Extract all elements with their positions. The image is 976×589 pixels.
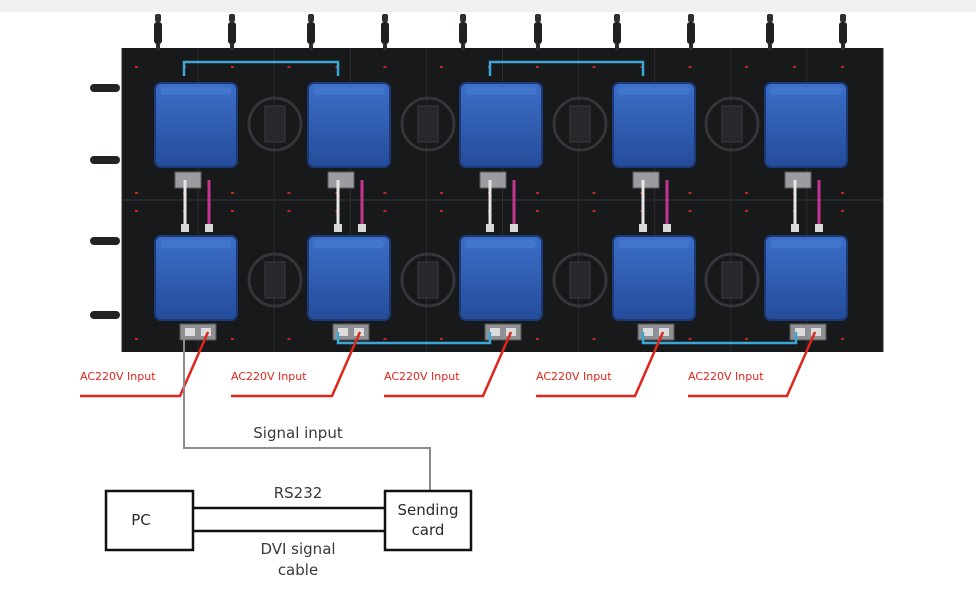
led-module-5-2 [764, 235, 848, 321]
lifting-handle-icon [308, 14, 314, 22]
side-handle-icon [90, 156, 120, 164]
power-input-label-3: AC220V Input [384, 370, 460, 383]
signal-input-line [183, 332, 431, 491]
lifting-handle-icon [767, 14, 773, 22]
led-module-3-1 [459, 82, 543, 168]
lifting-handle-icon [382, 14, 388, 22]
led-module-1-2 [154, 235, 238, 321]
power-cable-1 [80, 331, 210, 398]
data-cable-bottom-2 [641, 332, 798, 345]
pc-label: PC [131, 511, 151, 529]
led-module-3-2 [459, 235, 543, 321]
led-module-2-1 [307, 82, 391, 168]
led-module-4-2 [612, 235, 696, 321]
dvi-label-line-2: cable [277, 561, 319, 579]
side-handle-icon [90, 311, 120, 319]
led-module-5-1 [764, 82, 848, 168]
data-cable-top-1 [182, 60, 340, 76]
pc-box [104, 489, 195, 552]
lifting-handle-icon [614, 14, 620, 22]
led-module-1-1 [154, 82, 238, 168]
power-cable-2 [231, 331, 362, 398]
signal-input-label: Signal input [253, 424, 343, 442]
data-cable-bottom-1 [336, 332, 492, 345]
power-cable-3 [384, 331, 513, 398]
power-input-label-1: AC220V Input [80, 370, 156, 383]
lifting-handle-icon [535, 14, 541, 22]
power-cable-4 [536, 331, 665, 398]
led-module-2-2 [307, 235, 391, 321]
sending-card-box [383, 489, 473, 552]
sending-card-label-line-2: card [411, 521, 445, 539]
lifting-handle-icon [229, 14, 235, 22]
power-input-label-2: AC220V Input [231, 370, 307, 383]
lifting-handle-icon [155, 14, 161, 22]
dvi-label-line-1: DVI signal [260, 540, 336, 558]
power-input-label-4: AC220V Input [536, 370, 612, 383]
sending-card-label-line-1: Sending [397, 501, 459, 519]
power-cable-5 [688, 331, 817, 398]
lifting-handle-icon [840, 14, 846, 22]
rs232-label: RS232 [273, 484, 323, 502]
power-input-label-5: AC220V Input [688, 370, 764, 383]
lifting-handle-icon [460, 14, 466, 22]
side-handle-icon [90, 84, 120, 92]
top-shadow [0, 0, 976, 12]
lifting-handle-icon [688, 14, 694, 22]
led-module-4-1 [612, 82, 696, 168]
side-handle-icon [90, 237, 120, 245]
data-cable-top-2 [488, 60, 645, 76]
